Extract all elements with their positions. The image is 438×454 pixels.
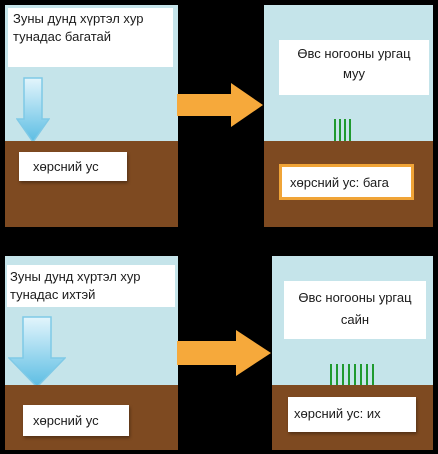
bottom-right-panel: Өвс ногооны ургац сайн хөрсний ус: их [272,256,433,450]
top-condition-text: Зуны дунд хүртэл хур тунадас багатай [8,8,173,67]
top-left-panel: Зуны дунд хүртэл хур тунадас багатай хөр… [5,5,178,227]
bottom-arrow-right-icon [177,330,271,376]
bottom-left-panel: Зуны дунд хүртэл хур тунадас ихтэй хөрсн… [5,256,178,450]
top-soil-water-label: хөрсний ус [19,152,127,181]
top-grass-blades [334,119,351,143]
top-result-soil-label: хөрсний ус: бага [279,164,414,200]
bottom-grass-blades [330,364,374,390]
rain-arrow-large-icon [8,316,66,388]
bottom-soil-water-label: хөрсний ус [23,405,129,436]
bottom-condition-text: Зуны дунд хүртэл хур тунадас ихтэй [7,265,175,307]
rain-arrow-small-icon [16,77,50,143]
top-right-panel: Өвс ногооны ургац муу хөрсний ус: бага [264,5,433,227]
bottom-result-soil-label: хөрсний ус: их [288,397,416,432]
bottom-result-grass-text: Өвс ногооны ургац сайн [284,281,426,339]
top-arrow-right-icon [177,83,263,127]
top-result-grass-text: Өвс ногооны ургац муу [279,40,429,95]
